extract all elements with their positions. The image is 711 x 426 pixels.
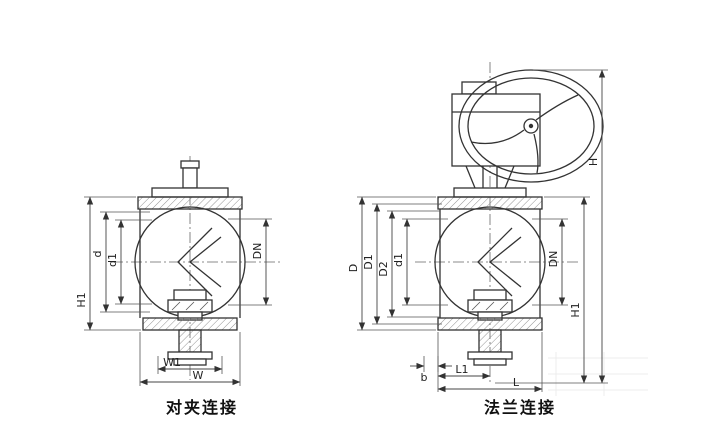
dim-label-b: b [421, 371, 428, 384]
dim-label-l1: L1 [455, 363, 468, 376]
seat-chevron [177, 227, 213, 297]
dim-label-h1-right: H1 [569, 302, 582, 317]
top-flange [137, 196, 243, 210]
dim-label-d1-right: d1 [392, 253, 405, 267]
watermark [548, 352, 648, 396]
dim-label-dn-right: DN [547, 251, 560, 268]
left-caption: 对夹连接 [166, 398, 238, 417]
dim-label-dn-left: DN [251, 243, 264, 260]
dim-label-l: L [513, 376, 520, 389]
dim-label-h1-left: H1 [75, 292, 88, 307]
dim-label-h: H [587, 158, 600, 166]
wafer-valve-drawing: H1 d d1 DN W1 W 对夹连接 [75, 156, 282, 417]
bottom-flange [142, 317, 238, 331]
dim-label-D2: D2 [377, 261, 390, 276]
dim-label-d: d [91, 251, 104, 258]
dim-label-w: W [193, 369, 204, 382]
stem-cap [180, 160, 200, 169]
right-caption: 法兰连接 [484, 398, 556, 417]
dim-label-d1-left: d1 [106, 253, 119, 267]
stem [182, 167, 198, 189]
seat-chevron [477, 227, 513, 297]
flanged-valve-drawing: D D1 D2 d1 DN H1 H b [347, 62, 608, 417]
dim-label-D1: D1 [362, 254, 375, 269]
bottom-flange [437, 317, 543, 331]
blind-flange [467, 351, 513, 360]
dim-label-D: D [347, 264, 360, 272]
top-flange [437, 196, 543, 210]
dim-label-w1: W1 [163, 356, 181, 369]
